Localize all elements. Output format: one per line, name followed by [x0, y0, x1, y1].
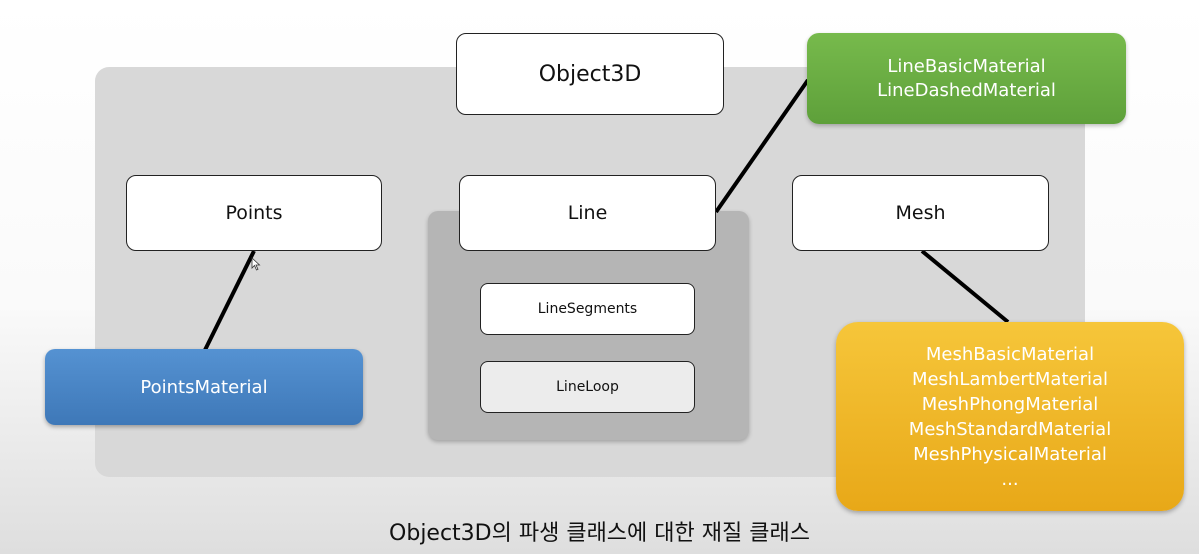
line-materials-box: LineBasicMaterial LineDashedMaterial	[807, 33, 1126, 124]
object3d-label: Object3D	[538, 61, 642, 87]
mesh-label: Mesh	[895, 202, 946, 224]
points-to-material-connector	[203, 250, 256, 351]
mesh-phong-material-label: MeshPhongMaterial	[921, 393, 1099, 415]
line-dashed-material-label: LineDashedMaterial	[877, 79, 1056, 101]
lineloop-box: LineLoop	[480, 361, 695, 413]
line-basic-material-label: LineBasicMaterial	[887, 55, 1046, 77]
points-material-label: PointsMaterial	[140, 376, 268, 398]
line-box: Line	[459, 175, 716, 251]
mesh-materials-box: MeshBasicMaterial MeshLambertMaterial Me…	[836, 322, 1184, 511]
line-label: Line	[567, 202, 608, 224]
points-material-box: PointsMaterial	[45, 349, 363, 425]
diagram-caption: Object3D의 파생 클래스에 대한 재질 클래스	[389, 521, 810, 546]
points-box: Points	[126, 175, 382, 251]
mesh-lambert-material-label: MeshLambertMaterial	[911, 368, 1109, 390]
mouse-cursor-icon	[251, 257, 261, 271]
linesegments-box: LineSegments	[480, 283, 695, 335]
points-label: Points	[225, 202, 283, 224]
line-to-material-connector	[714, 78, 810, 214]
linesegments-label: LineSegments	[537, 301, 638, 317]
mesh-box: Mesh	[792, 175, 1049, 251]
mesh-physical-material-label: MeshPhysicalMaterial	[913, 443, 1107, 465]
object3d-box: Object3D	[456, 33, 724, 115]
mesh-to-material-connector	[920, 249, 1010, 324]
mesh-more-ellipsis: ...	[1001, 468, 1019, 490]
lineloop-label: LineLoop	[556, 379, 619, 395]
mesh-standard-material-label: MeshStandardMaterial	[908, 418, 1112, 440]
mesh-basic-material-label: MeshBasicMaterial	[925, 343, 1095, 365]
